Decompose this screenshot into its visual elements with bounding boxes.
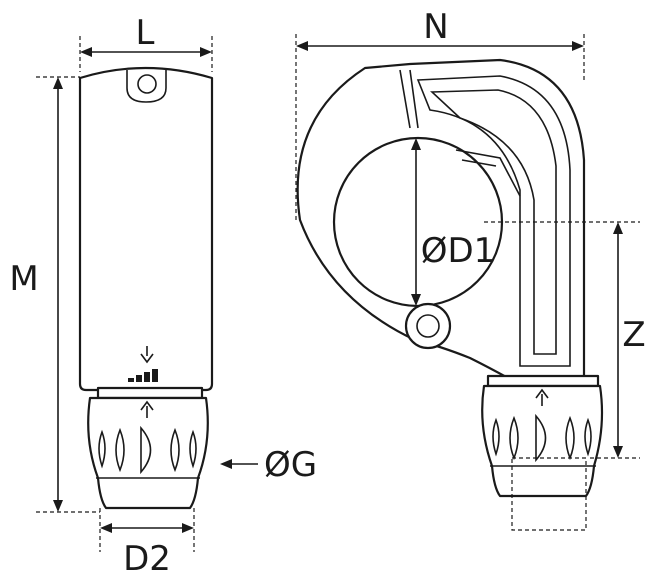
label-Z: Z — [622, 315, 645, 355]
cutting-wheel — [455, 149, 521, 197]
roller-inner — [416, 314, 440, 338]
up-arrow-icon — [140, 400, 154, 418]
dimension-G — [220, 459, 258, 469]
front-up-arrow-icon — [535, 388, 549, 406]
dimension-D1 — [411, 138, 421, 306]
dimension-M — [36, 76, 100, 513]
body-split-seam — [399, 69, 419, 129]
label-G: ØG — [264, 445, 317, 485]
front-view-inner-rib — [430, 89, 557, 355]
dimension-L — [79, 36, 213, 72]
roller-outer — [404, 302, 452, 350]
dimension-D2 — [99, 508, 195, 552]
front-view-collar — [486, 374, 600, 388]
front-view — [296, 58, 604, 531]
pipe-dashed-outline — [511, 457, 587, 531]
side-view-body — [78, 66, 214, 392]
side-view-collar — [96, 386, 204, 400]
label-D2: D2 — [123, 539, 171, 579]
label-L: L — [136, 13, 155, 53]
hanging-hole — [126, 70, 167, 103]
side-view-knob — [87, 396, 209, 510]
down-arrow-icon — [140, 346, 154, 364]
hanging-hole-ring — [137, 74, 157, 94]
label-D1: ØD1 — [421, 231, 496, 271]
label-N: N — [423, 7, 448, 47]
scale-steps-icon — [128, 369, 158, 382]
label-M: M — [9, 259, 38, 299]
side-view — [78, 66, 214, 510]
dimension-N — [295, 34, 585, 220]
dimension-Z — [484, 221, 640, 459]
knob-grip-slots — [98, 425, 197, 475]
